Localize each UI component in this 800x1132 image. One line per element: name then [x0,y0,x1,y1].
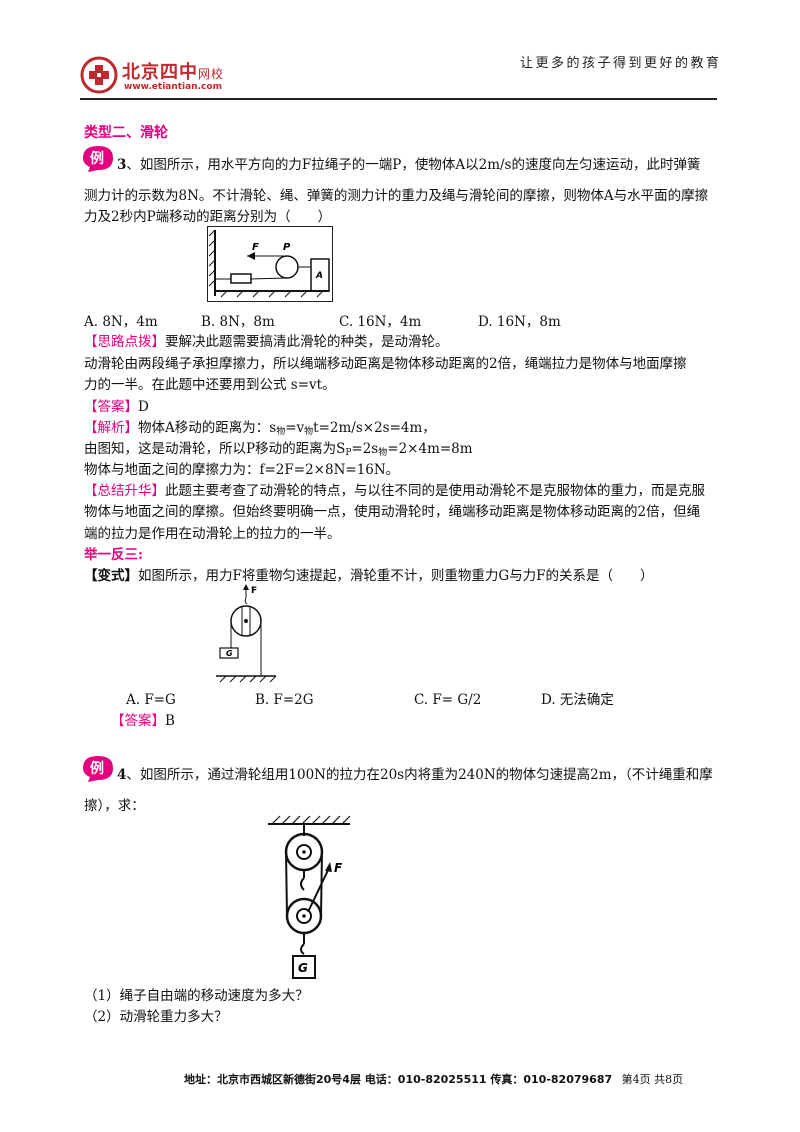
fig1-label-a: A [315,271,323,281]
variant-option-c: C. F= G/2 [414,692,482,708]
q3-line1: 3、如图所示，用水平方向的力F拉绳子的一端P，使物体A以2m/s的速度向左匀速运… [117,157,701,173]
example-badge-2: 例 [80,753,116,783]
example-badge-2-icon [83,756,113,782]
logo-name: 北京四中网校 [122,62,225,83]
q3-option-c: C. 16N，4m [339,314,422,330]
q3-option-b: B. 8N，8m [201,314,275,330]
variant-heading: 举一反三: [84,547,143,563]
logo-emblem-icon [80,56,118,94]
q3-analysis-line3: 物体与地面之间的摩擦力为：f=2F=2×8N=16N。 [84,462,400,478]
q3-tip-line2: 动滑轮由两段绳子承担摩擦力，所以绳端移动距离是物体移动距离的2倍，绳端拉力是物体… [84,356,687,372]
header-slogan: 让更多的孩子得到更好的教育 [520,56,722,71]
q3-line2: 测力计的示数为8N。不计滑轮、绳、弹簧的测力计的重力及绳与滑轮间的摩擦，则物体A… [84,188,709,204]
variant-option-b: B. F=2G [255,692,314,708]
footer-address: 地址：北京市西城区新德街20号4层 电话：010-82025511 传真：010… [184,1073,613,1086]
variant-option-d: D. 无法确定 [541,692,614,708]
q3-analysis-line2: 由图知，这是动滑轮，所以P移动的距离为SP=2s物=2×4m=8m [84,441,473,458]
q4-sub1: （1）绳子自由端的移动速度为多大？ [84,988,309,1004]
fig1-label-f: F [252,242,259,253]
fig3-label-g: G [298,961,308,975]
variant-answer: 【答案】B [111,713,175,729]
figure-pulley-vertical: F G [216,584,277,683]
q4-line2: 擦），求： [84,798,145,814]
logo-url: www.etiantian.com [124,82,222,92]
q3-summary: 【总结升华】此题主要考查了动滑轮的特点，与以往不同的是使用动滑轮不是克服物体的重… [84,483,705,499]
q3-tip-line3: 力的一半。在此题中还要用到公式 s=vt。 [84,377,336,393]
q3-tip: 【思路点拨】要解决此题需要搞清此滑轮的种类，是动滑轮。 [84,334,449,350]
q3-analysis: 【解析】物体A移动的距离为：s物=v物t=2m/s×2s=4m， [84,420,436,437]
q3-answer: 【答案】D [84,399,149,415]
header-rule [80,98,717,100]
figure-pulley-block: F G [268,815,351,979]
q3-summary-line2: 物体与地面之间的摩擦。但始终要明确一点，使用动滑轮时，绳端移动距离是物体移动距离… [84,504,701,520]
fig2-label-f: F [251,586,257,596]
fig2-label-g: G [226,649,233,658]
figure-pulley-horizontal: F P A [207,226,333,302]
example-badge: 例 [80,143,116,173]
section-title: 类型二、滑轮 [84,125,168,141]
q4-sub2: （2）动滑轮重力多大？ [84,1009,228,1025]
q3-summary-line3: 端的拉力是作用在动滑轮上的拉力的一半。 [84,526,341,542]
footer: 地址：北京市西城区新德街20号4层 电话：010-82025511 传真：010… [184,1071,683,1087]
variant-question: 【变式】如图所示，用力F将重物匀速提起，滑轮重不计，则重物重力G与力F的关系是（… [84,568,654,584]
header-logo: 北京四中网校 www.etiantian.com [80,56,250,96]
q3-option-a: A. 8N，4m [84,314,158,330]
variant-option-a: A. F=G [126,692,176,708]
footer-page: 第4页 共8页 [621,1073,684,1086]
example-badge-icon [83,146,113,172]
q3-line3: 力及2秒内P端移动的距离分别为（ ） [84,209,332,225]
fig1-label-p: P [283,242,291,253]
q4-line1: 4、如图所示，通过滑轮组用100N的拉力在20s内将重为240N的物体匀速提高2… [117,767,713,783]
q3-option-d: D. 16N，8m [478,314,561,330]
fig3-label-f: F [334,861,343,875]
